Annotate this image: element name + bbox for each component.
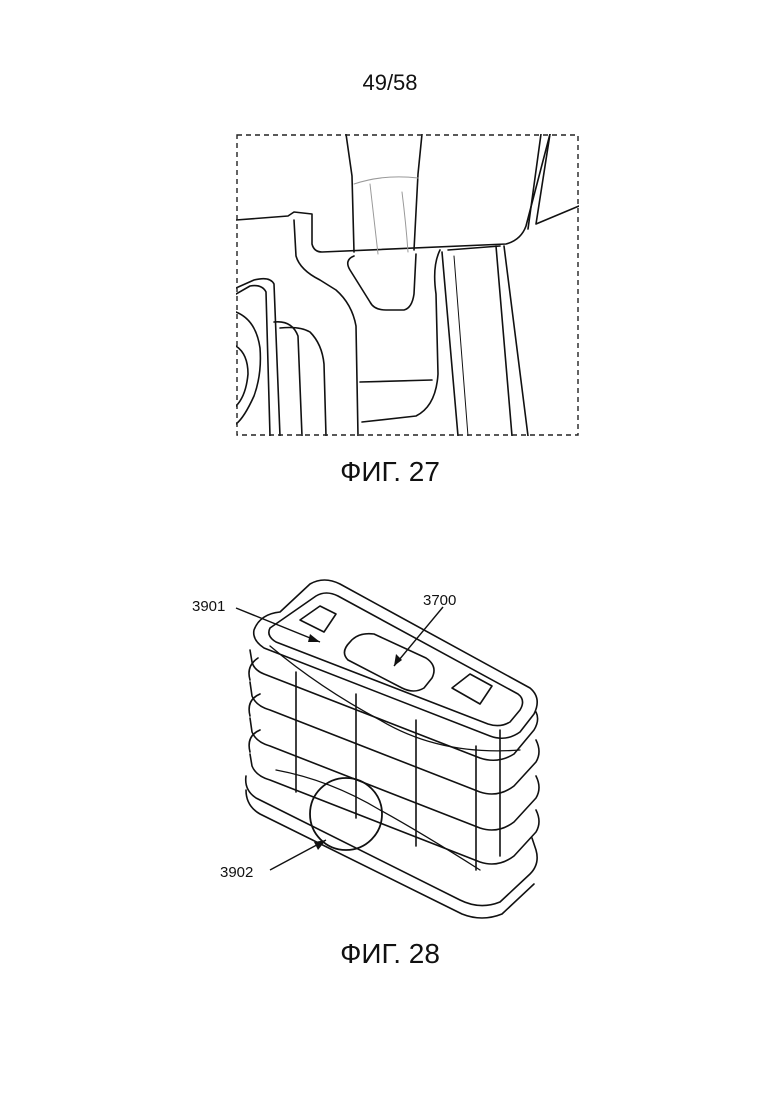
figure-27-drawing [236, 134, 579, 436]
figure-27-caption: ФИГ. 27 [0, 456, 780, 488]
page-number: 49/58 [0, 70, 780, 96]
reference-label-3902: 3902 [220, 864, 253, 881]
reference-label-3901: 3901 [192, 598, 225, 615]
reference-label-3700: 3700 [423, 592, 456, 609]
figure-28-caption: ФИГ. 28 [0, 938, 780, 970]
